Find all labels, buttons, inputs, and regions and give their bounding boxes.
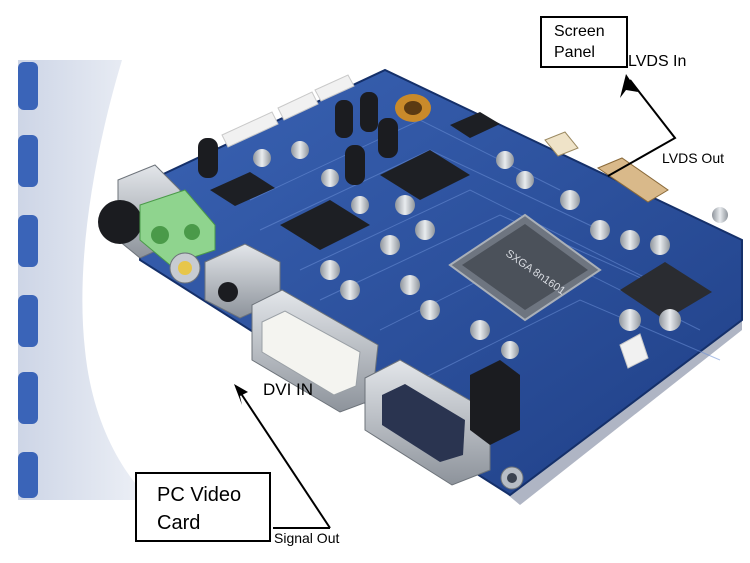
pc-video-card-label-line2: Card bbox=[157, 512, 201, 534]
pc-video-card-box: PC Video Card bbox=[135, 472, 271, 542]
screen-panel-label-line2: Panel bbox=[554, 44, 595, 61]
circuit-board bbox=[139, 68, 743, 497]
electrolytic-capacitors bbox=[198, 92, 398, 185]
lvds-arrow-line bbox=[607, 79, 677, 177]
signal-out-label: Signal Out bbox=[274, 530, 340, 546]
main-chip bbox=[448, 213, 602, 322]
lvds-in-arrowhead bbox=[620, 74, 638, 98]
lvds-connector bbox=[544, 131, 669, 203]
lvds-out-label: LVDS Out bbox=[662, 150, 724, 166]
arrow-heads bbox=[234, 74, 638, 405]
pc-video-card-label-line1: PC Video bbox=[157, 484, 242, 506]
vga-connector bbox=[364, 359, 520, 486]
dvi-connector bbox=[251, 289, 379, 413]
audio-jacks bbox=[139, 189, 216, 266]
rca-jack bbox=[169, 252, 201, 284]
side-tabs bbox=[18, 62, 38, 498]
screen-panel-label-line1: Screen bbox=[554, 23, 605, 40]
header-connectors bbox=[221, 74, 649, 369]
background-panel bbox=[18, 60, 150, 500]
annotation-arrows bbox=[239, 79, 677, 529]
dvi-arrow-line bbox=[239, 391, 331, 529]
dvi-in-label: DVI IN bbox=[263, 380, 314, 399]
inductor-coil bbox=[395, 94, 431, 122]
screen-panel-box: Screen Panel bbox=[540, 16, 628, 68]
capacitors bbox=[253, 141, 728, 359]
dvi-in-arrowhead bbox=[234, 384, 248, 405]
lvds-in-label: LVDS In bbox=[628, 53, 687, 70]
